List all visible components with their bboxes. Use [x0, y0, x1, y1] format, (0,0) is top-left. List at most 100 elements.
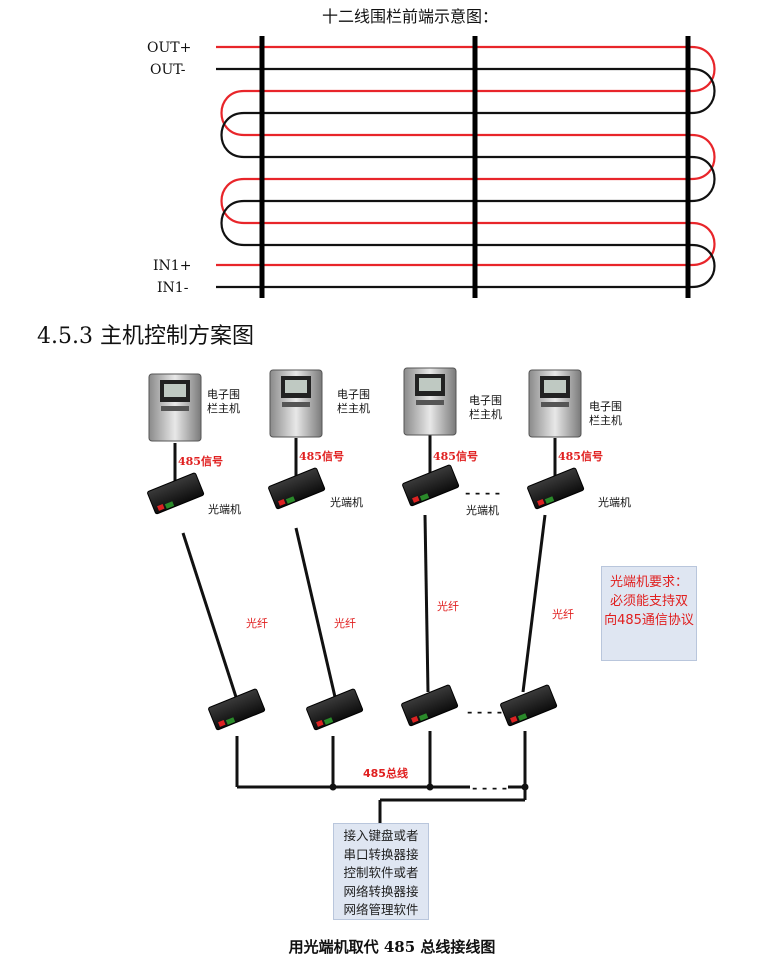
- requirement-note-line: 必须能支持双: [609, 594, 688, 609]
- access-note-line: 接入键盘或者: [343, 828, 419, 843]
- host-unit: [403, 367, 457, 436]
- converter-port: [278, 499, 286, 506]
- bottom-dashes: - - - -: [467, 705, 502, 720]
- access-note-line: 网络管理软件: [343, 902, 419, 917]
- converter-terminal: [285, 496, 296, 504]
- fence-posts: [259, 36, 691, 298]
- bus-dashes: - - - -: [472, 781, 507, 796]
- host-keypad: [416, 400, 444, 405]
- host-display: [544, 380, 566, 393]
- access-note-line: 串口转换器接: [343, 846, 419, 862]
- converter-label-1: 光端机: [208, 502, 241, 516]
- host-label-3b: 栏主机: [469, 407, 502, 421]
- requirement-note: 光端机要求： 必须能支持双 向485通信协议: [601, 566, 697, 661]
- access-note-line: 控制软件或者: [343, 865, 419, 880]
- label-in-plus: IN1+: [153, 258, 191, 274]
- converter-port: [316, 720, 324, 727]
- converter-terminal: [517, 713, 528, 721]
- loop-right-red-2: [691, 133, 716, 181]
- fiber-label-3: 光纤: [437, 599, 459, 613]
- host-keypad: [161, 406, 189, 411]
- loop-right-black-1: [691, 67, 716, 115]
- host-signal-cables: [173, 435, 557, 487]
- converter-terminal: [323, 717, 334, 725]
- converter-terminal: [164, 501, 175, 509]
- converter-terminal: [419, 493, 430, 501]
- section-heading: 4.5.3 主机控制方案图: [37, 324, 254, 349]
- loop-right-black-3: [691, 243, 716, 289]
- loop-right-red-3: [691, 221, 716, 267]
- bus-label: 485总线: [363, 766, 408, 780]
- converter-body: [147, 472, 205, 515]
- signal-label-3: 485信号: [433, 449, 478, 463]
- converter-label-3: 光端机: [466, 503, 499, 517]
- converter-body: [500, 684, 558, 727]
- host-label-1b: 栏主机: [207, 401, 240, 415]
- fiber-line-2: [294, 527, 337, 698]
- converter-unit: [527, 467, 585, 510]
- converter-port: [412, 496, 420, 503]
- host-display: [164, 384, 186, 397]
- fiber-label-4: 光纤: [552, 607, 574, 621]
- converter-terminal: [544, 496, 555, 504]
- junction-dot: [426, 783, 434, 791]
- host-unit: [269, 369, 323, 438]
- figure-caption: 用光端机取代 485 总线接线图: [288, 938, 496, 956]
- loop-left-red-2: [220, 177, 245, 225]
- host-label-2b: 栏主机: [337, 401, 370, 415]
- loop-left-red-1: [220, 89, 245, 137]
- fiber-line-3: [423, 514, 430, 693]
- converter-unit: [147, 472, 205, 515]
- host-keypad: [282, 402, 310, 407]
- converter-port: [510, 716, 518, 723]
- fence-wires: [216, 45, 716, 289]
- fiber-lines: [181, 514, 547, 698]
- host-label-1a: 电子围: [207, 388, 240, 401]
- converter-terminal: [225, 717, 236, 725]
- fiber-label-1: 光纤: [246, 616, 268, 630]
- converter-body: [402, 464, 460, 507]
- signal-label-2: 485信号: [299, 449, 344, 463]
- signal-label-1: 485信号: [178, 454, 223, 468]
- signal-label-4: 485信号: [558, 449, 603, 463]
- loop-right-black-2: [691, 155, 716, 203]
- fiber-label-2: 光纤: [334, 616, 356, 630]
- label-in-minus: IN1-: [157, 280, 189, 296]
- label-out-plus: OUT+: [147, 40, 191, 56]
- converter-body: [208, 688, 266, 731]
- junction-dot: [521, 783, 529, 791]
- requirement-note-line: 光端机要求：: [609, 575, 688, 590]
- fiber-line-4: [521, 514, 547, 693]
- converter-unit: [208, 688, 266, 731]
- host-keypad: [541, 402, 569, 407]
- loop-left-black-1: [220, 111, 245, 159]
- loop-left-black-2: [220, 199, 245, 247]
- converter-label-4: 光端机: [598, 495, 631, 509]
- junction-dot: [329, 783, 337, 791]
- loop-right-red-1: [691, 45, 716, 93]
- converter-label-2: 光端机: [330, 495, 363, 509]
- host-label-4a: 电子围: [589, 400, 622, 413]
- access-note-line: 网络转换器接: [343, 883, 419, 899]
- access-note: 接入键盘或者 串口转换器接 控制软件或者 网络转换器接 网络管理软件: [333, 823, 429, 920]
- fiber-line-1: [181, 532, 238, 698]
- converter-unit: [402, 464, 460, 507]
- host-label-2a: 电子围: [337, 388, 370, 401]
- converter-body: [306, 688, 364, 731]
- converter-terminal: [418, 713, 429, 721]
- converter-unit: [500, 684, 558, 727]
- converter-unit: [268, 467, 326, 510]
- requirement-note-line: 向485通信协议: [604, 613, 694, 628]
- converter-port: [218, 720, 226, 727]
- host-label-3a: 电子围: [469, 394, 502, 407]
- converter-body: [401, 684, 459, 727]
- converter-body: [268, 467, 326, 510]
- converter-unit: [306, 688, 364, 731]
- top-dashes: - - - -: [465, 486, 500, 501]
- host-unit: [148, 373, 202, 442]
- fence-diagram-title: 十二线围栏前端示意图：: [322, 7, 498, 26]
- host-label-4b: 栏主机: [589, 413, 622, 427]
- converter-body: [527, 467, 585, 510]
- host-unit: [528, 369, 582, 438]
